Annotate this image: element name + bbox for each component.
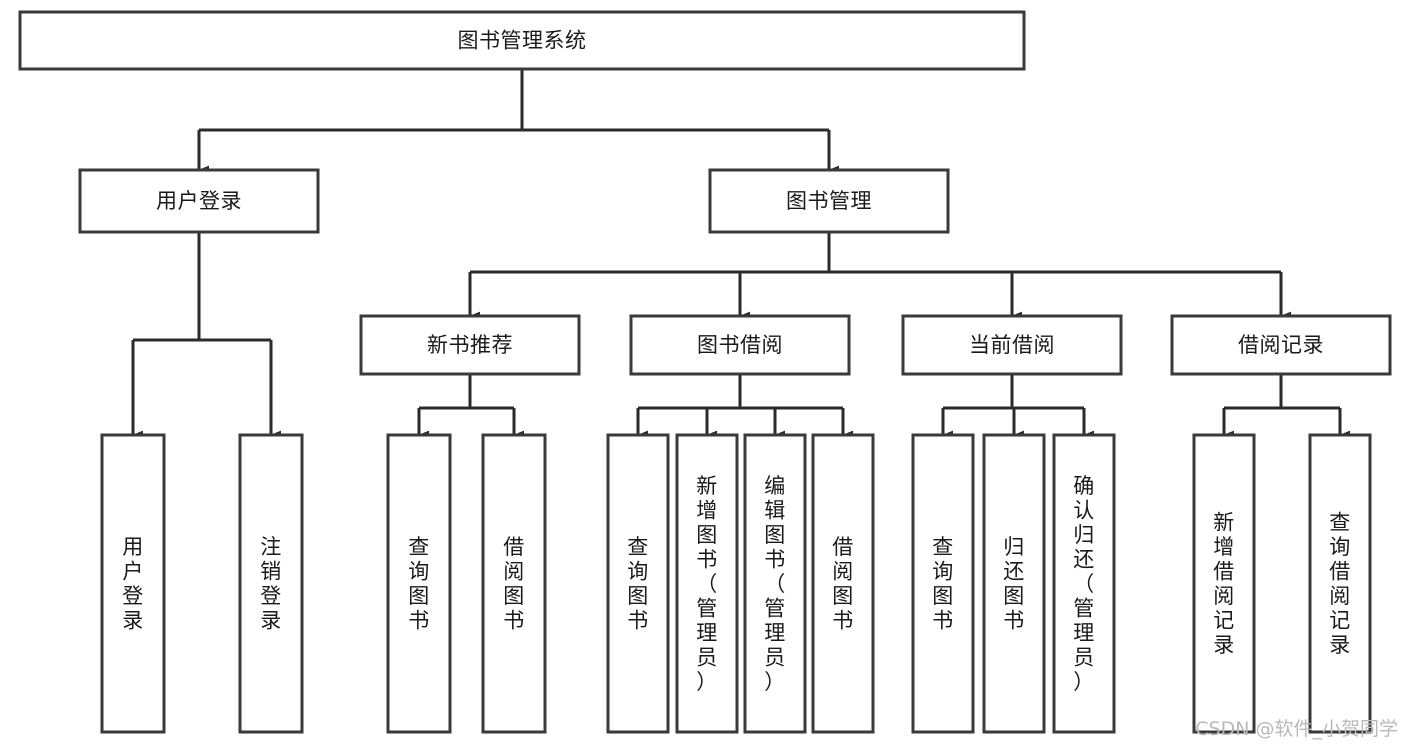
node-user-login-label: 用户登录 bbox=[156, 189, 242, 213]
node-leaf-confirm-return-admin[interactable]: 确认归还（管理员） bbox=[1052, 433, 1116, 734]
node-user-login-box[interactable] bbox=[78, 168, 320, 234]
node-root-system-title-label: 图书管理系统 bbox=[458, 29, 587, 53]
node-root-system-title[interactable]: 图书管理系统 bbox=[18, 10, 1026, 71]
node-leaf-confirm-return-admin-label: 确认归还（管理员） bbox=[1073, 474, 1095, 694]
node-book-borrow-label: 图书借阅 bbox=[697, 333, 783, 357]
node-leaf-user-login-label: 用户登录 bbox=[122, 535, 144, 633]
node-leaf-add-book-admin[interactable]: 新增图书（管理员） bbox=[675, 433, 739, 734]
node-new-book-recommend[interactable]: 新书推荐 bbox=[359, 314, 581, 376]
node-leaf-borrow-book-2[interactable]: 借阅图书 bbox=[811, 433, 875, 734]
node-layer: 图书管理系统用户登录图书管理新书推荐图书借阅当前借阅借阅记录用户登录注销登录查询… bbox=[18, 10, 1392, 734]
node-book-manage-box[interactable] bbox=[708, 168, 950, 234]
node-leaf-add-book-admin-label: 新增图书（管理员） bbox=[696, 474, 718, 694]
node-leaf-query-book-3[interactable]: 查询图书 bbox=[911, 433, 975, 734]
node-leaf-query-book-1-box[interactable] bbox=[386, 433, 452, 734]
node-leaf-add-borrow-record-label: 新增借阅记录 bbox=[1213, 511, 1235, 658]
node-leaf-query-borrow-record[interactable]: 查询借阅记录 bbox=[1308, 433, 1372, 734]
node-borrow-record-label: 借阅记录 bbox=[1238, 333, 1324, 357]
csdn-watermark: CSDN @软件_小贺同学 bbox=[1195, 718, 1398, 740]
node-leaf-query-borrow-record-box[interactable] bbox=[1308, 433, 1372, 734]
node-leaf-query-book-3-label: 查询图书 bbox=[932, 535, 954, 633]
node-leaf-add-borrow-record[interactable]: 新增借阅记录 bbox=[1192, 433, 1256, 734]
node-leaf-return-book-box[interactable] bbox=[982, 433, 1046, 734]
node-root-system-title-box[interactable] bbox=[18, 10, 1026, 71]
node-leaf-query-book-1[interactable]: 查询图书 bbox=[386, 433, 452, 734]
node-leaf-query-book-2[interactable]: 查询图书 bbox=[606, 433, 670, 734]
node-current-borrow[interactable]: 当前借阅 bbox=[901, 314, 1123, 376]
node-leaf-query-book-3-box[interactable] bbox=[911, 433, 975, 734]
node-leaf-borrow-book-1-box[interactable] bbox=[481, 433, 547, 734]
node-user-login[interactable]: 用户登录 bbox=[78, 168, 320, 234]
node-leaf-query-book-2-box[interactable] bbox=[606, 433, 670, 734]
node-leaf-return-book-label: 归还图书 bbox=[1003, 535, 1025, 633]
node-leaf-logout-label: 注销登录 bbox=[260, 535, 282, 633]
node-leaf-query-borrow-record-label: 查询借阅记录 bbox=[1329, 511, 1351, 658]
node-new-book-recommend-label: 新书推荐 bbox=[427, 333, 513, 357]
node-leaf-add-book-admin-box[interactable] bbox=[675, 433, 739, 734]
node-new-book-recommend-box[interactable] bbox=[359, 314, 581, 376]
node-leaf-logout[interactable]: 注销登录 bbox=[238, 433, 304, 734]
node-book-manage-label: 图书管理 bbox=[786, 189, 872, 213]
node-current-borrow-label: 当前借阅 bbox=[969, 333, 1055, 357]
node-leaf-edit-book-admin-box[interactable] bbox=[743, 433, 807, 734]
node-leaf-query-book-2-label: 查询图书 bbox=[627, 535, 649, 633]
node-leaf-confirm-return-admin-box[interactable] bbox=[1052, 433, 1116, 734]
node-current-borrow-box[interactable] bbox=[901, 314, 1123, 376]
node-leaf-edit-book-admin-label: 编辑图书（管理员） bbox=[764, 474, 786, 694]
node-book-borrow-box[interactable] bbox=[629, 314, 851, 376]
node-leaf-edit-book-admin[interactable]: 编辑图书（管理员） bbox=[743, 433, 807, 734]
node-leaf-borrow-book-2-label: 借阅图书 bbox=[832, 535, 854, 633]
node-leaf-return-book[interactable]: 归还图书 bbox=[982, 433, 1046, 734]
node-leaf-add-borrow-record-box[interactable] bbox=[1192, 433, 1256, 734]
node-book-borrow[interactable]: 图书借阅 bbox=[629, 314, 851, 376]
node-leaf-logout-box[interactable] bbox=[238, 433, 304, 734]
node-leaf-borrow-book-1-label: 借阅图书 bbox=[503, 535, 525, 633]
node-borrow-record-box[interactable] bbox=[1170, 314, 1392, 376]
node-book-manage[interactable]: 图书管理 bbox=[708, 168, 950, 234]
node-leaf-query-book-1-label: 查询图书 bbox=[408, 535, 430, 633]
connector-layer bbox=[131, 69, 1351, 440]
node-leaf-user-login-box[interactable] bbox=[100, 433, 166, 734]
node-leaf-user-login[interactable]: 用户登录 bbox=[100, 433, 166, 734]
node-leaf-borrow-book-1[interactable]: 借阅图书 bbox=[481, 433, 547, 734]
node-leaf-borrow-book-2-box[interactable] bbox=[811, 433, 875, 734]
node-borrow-record[interactable]: 借阅记录 bbox=[1170, 314, 1392, 376]
